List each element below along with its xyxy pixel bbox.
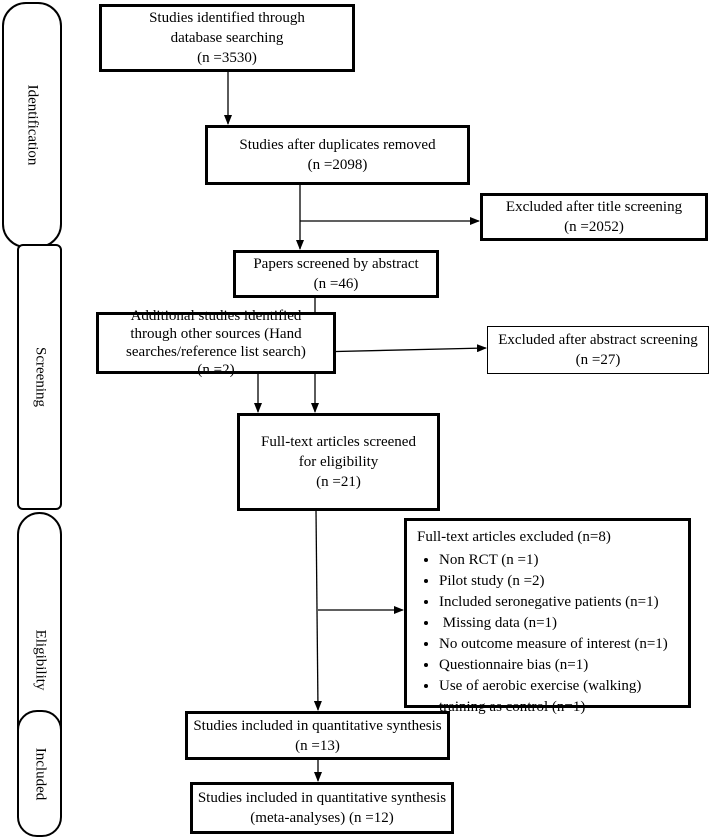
screened-abstract-line1: Papers screened by abstract [253, 256, 419, 272]
phase-identification: Identification [2, 2, 62, 248]
exclusion-reason: Included seronegative patients (n=1) [439, 592, 678, 613]
exclusion-reason: Pilot study (n =2) [439, 571, 678, 592]
database-search-count: (n =3530) [197, 50, 257, 66]
exclusion-reason: Non RCT (n =1) [439, 550, 678, 571]
additional-studies-count: (n =2) [197, 362, 235, 378]
quantitative-synthesis-box: Studies included in quantitative synthes… [185, 711, 450, 760]
excluded-title-box: Excluded after title screening (n =2052) [480, 193, 708, 241]
excluded-abstract-count: (n =27) [575, 352, 621, 368]
full-text-screened-box: Full-text articles screened for eligibil… [237, 413, 440, 511]
additional-studies-box: Additional studies identified through ot… [96, 308, 336, 378]
exclusion-reason: Use of aerobic exercise (walking) traini… [439, 676, 678, 718]
screened-abstract-count: (n =46) [313, 276, 359, 292]
full-text-excluded-box: Full-text articles excluded (n=8) Non RC… [404, 518, 691, 715]
quantitative-synthesis-line1: Studies included in quantitative synthes… [193, 717, 442, 734]
meta-analyses-line2: (meta-analyses) (n =12) [250, 810, 394, 826]
exclusion-reason: Questionnaire bias (n=1) [439, 655, 678, 676]
screened-abstract-box: Papers screened by abstract (n =46) [233, 250, 439, 298]
database-search-line1: Studies identified through [149, 10, 305, 26]
meta-analyses-line1: Studies included in quantitative synthes… [197, 790, 447, 806]
phase-included: Included [17, 710, 62, 837]
full-text-screened-count: (n =21) [316, 474, 361, 490]
database-search-line2: database searching [170, 30, 284, 46]
duplicates-removed-line1: Studies after duplicates removed [239, 137, 436, 153]
full-text-screened-line1: Full-text articles screened [261, 434, 416, 450]
excluded-title-line1: Excluded after title screening [505, 199, 683, 215]
excluded-abstract-box: Excluded after abstract screening (n =27… [487, 326, 709, 374]
database-search-box: Studies identified through database sear… [99, 4, 355, 72]
arrow-to-excluded-abstract [314, 344, 487, 353]
meta-analyses-box: Studies included in quantitative synthes… [190, 782, 454, 834]
exclusion-reasons-list: Non RCT (n =1) Pilot study (n =2) Includ… [417, 550, 678, 718]
full-text-excluded-title: Full-text articles excluded (n=8) [417, 529, 611, 545]
exclusion-reason: Missing data (n=1) [439, 613, 678, 634]
duplicates-removed-box: Studies after duplicates removed (n =209… [205, 125, 470, 185]
additional-studies-line3: searches/reference list search) [126, 344, 306, 360]
full-text-screened-line2: for eligibility [298, 454, 379, 470]
phase-screening: Screening [17, 244, 62, 510]
arrow-fulltext-to-quantitative [313, 509, 322, 711]
duplicates-removed-count: (n =2098) [307, 157, 368, 173]
additional-studies-line1: Additional studies identified [130, 308, 302, 324]
excluded-title-count: (n =2052) [564, 219, 624, 235]
additional-studies-line2: through other sources (Hand [130, 326, 302, 342]
exclusion-reason: No outcome measure of interest (n=1) [439, 634, 678, 655]
quantitative-synthesis-count: (n =13) [295, 737, 340, 754]
excluded-abstract-line1: Excluded after abstract screening [498, 332, 698, 348]
